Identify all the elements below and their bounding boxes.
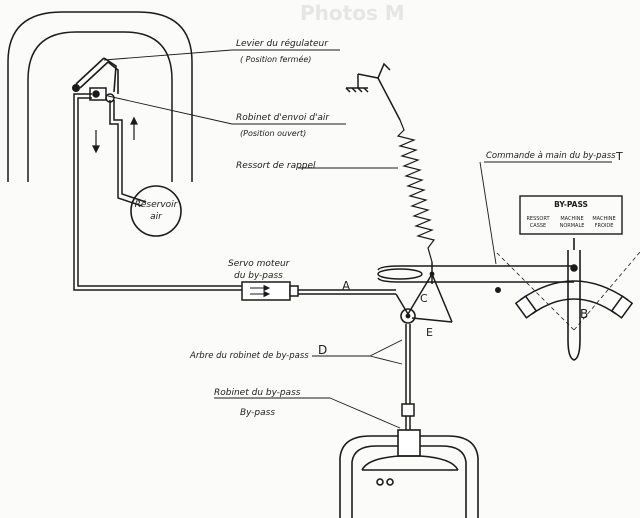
sector-guide-lines <box>495 251 640 331</box>
pedal-bracket <box>345 62 401 121</box>
panel-col2-line2: NORMALE <box>560 223 585 229</box>
air-valve <box>89 87 115 103</box>
label-commande: Commande à main du by-pass <box>486 151 616 161</box>
panel-col1-line2: CASSE <box>530 223 546 229</box>
label-ressort: Ressort de rappel <box>236 161 316 171</box>
label-servo-2: du by-pass <box>234 271 283 281</box>
sector-pivot <box>495 287 501 293</box>
air-pipes-cab <box>73 93 242 291</box>
label-servo-1: Servo moteur <box>228 259 291 269</box>
linkage <box>377 262 574 323</box>
letter-t: T <box>615 150 623 163</box>
linkage-pin <box>429 271 435 277</box>
panel-title: BY-PASS <box>554 200 588 209</box>
watermark-text: Photos M <box>300 1 405 25</box>
sector-quadrant <box>514 280 634 319</box>
letter-d: D <box>318 343 327 357</box>
servo-motor <box>241 281 396 301</box>
bypass-shaft <box>401 324 415 430</box>
reservoir-label-2: air <box>150 212 163 222</box>
letter-a: A <box>342 279 351 293</box>
label-arbre: Arbre du robinet de by-pass <box>189 351 309 361</box>
label-bypass: By-pass <box>240 408 275 418</box>
panel-col3-line2: FROIDE <box>595 223 614 229</box>
panel-col2-line1: MACHINE <box>560 216 583 222</box>
label-robinet-air: Robinet d'envoi d'air <box>236 113 330 123</box>
leader-commande <box>479 161 497 265</box>
panel-col1-line1: RESSORT <box>526 216 550 222</box>
label-leaders-top <box>103 49 346 125</box>
regulator-lever <box>72 57 119 94</box>
hand-lever <box>567 238 581 361</box>
label-levier: Levier du régulateur <box>236 38 329 49</box>
panel-col3-line1: MACHINE <box>592 216 615 222</box>
shaft-hub <box>400 308 416 324</box>
shaft-pin <box>405 313 411 319</box>
letter-b: B <box>580 307 588 321</box>
label-levier-pos: ( Position fermée) <box>240 54 311 64</box>
label-robinet-air-pos: (Position ouvert) <box>240 129 306 138</box>
air-reservoir <box>130 185 182 237</box>
arbre-leaders <box>312 339 403 365</box>
bypass-valve-body <box>339 429 479 518</box>
return-spring <box>396 119 436 263</box>
bypass-panel <box>519 195 623 235</box>
label-robinet-bypass: Robinet du by-pass <box>214 388 301 398</box>
cab-outline <box>7 11 193 182</box>
leader-robinet <box>329 397 401 429</box>
letter-c: C <box>420 292 428 305</box>
servo-arrows <box>250 284 271 298</box>
letter-e: E <box>426 326 433 339</box>
reservoir-label-1: Réservoir <box>135 199 179 210</box>
flow-arrows <box>92 116 138 154</box>
